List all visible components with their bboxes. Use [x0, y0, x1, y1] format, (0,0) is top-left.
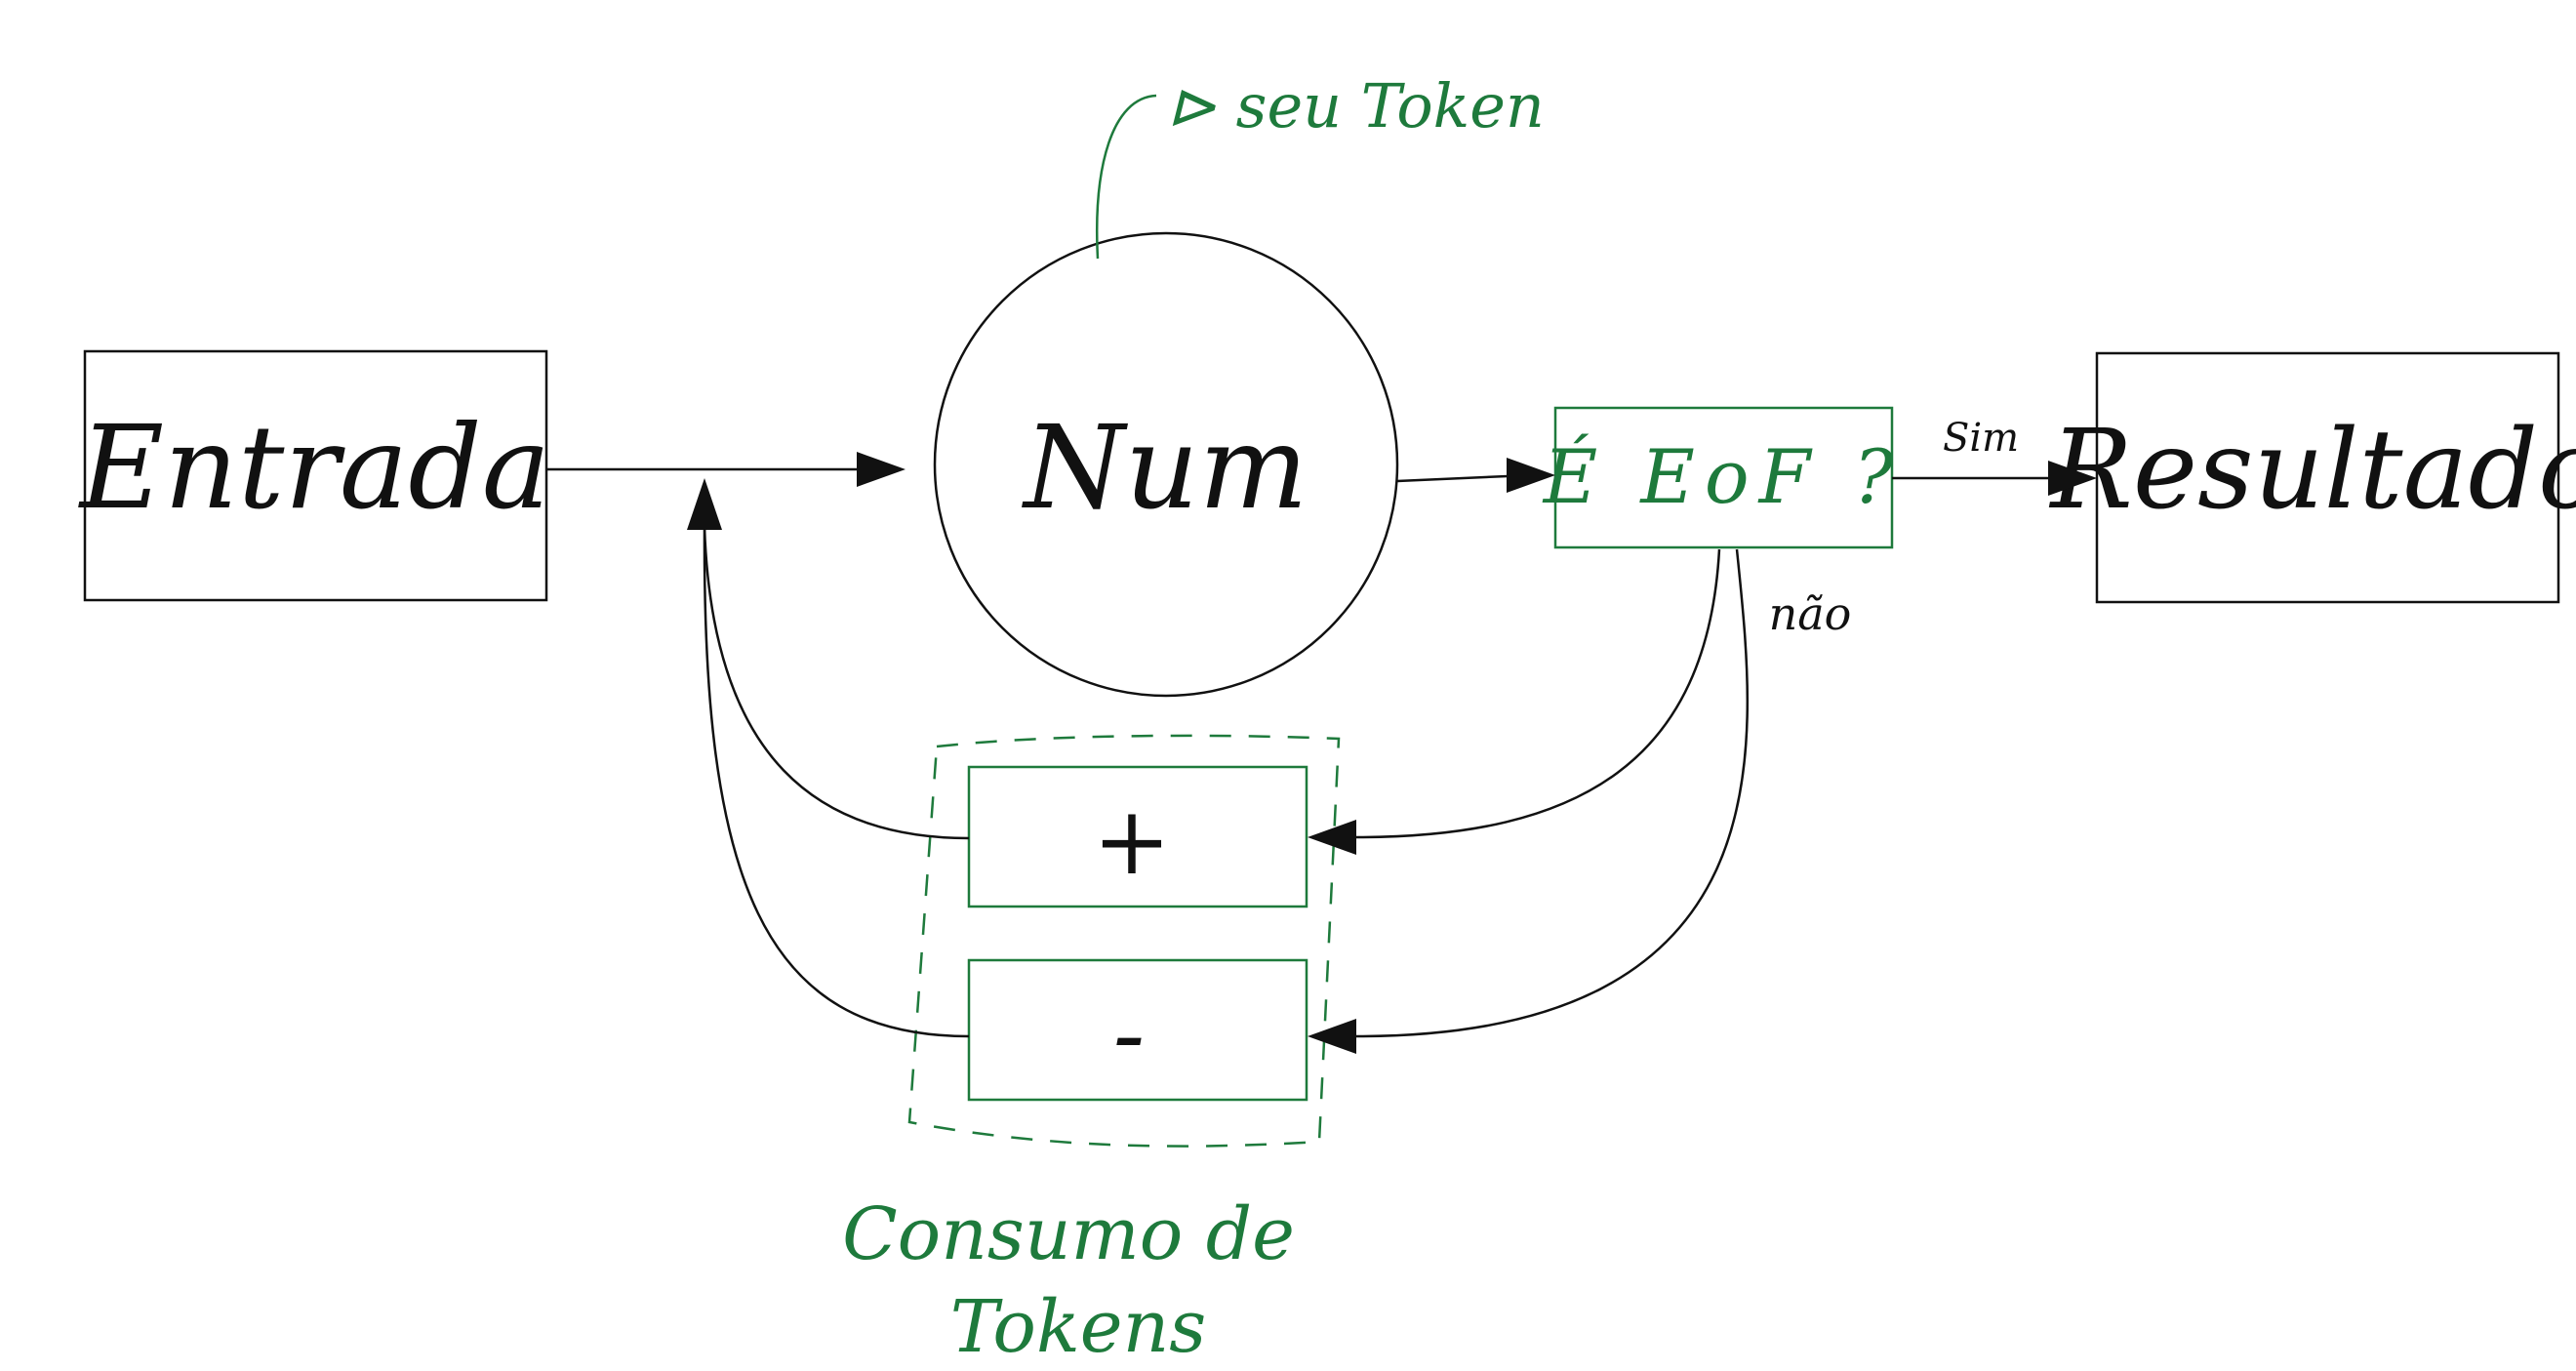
- edge-minus-loop: [703, 526, 970, 1038]
- consumo-line2: Tokens: [950, 1285, 1206, 1369]
- edge-eof-resultado: Sim: [1892, 416, 2097, 496]
- edge-eof-plus: [1308, 548, 1721, 855]
- eof-label: É EoF ?: [1542, 432, 1904, 520]
- num-node: Num: [933, 231, 1399, 698]
- eof-node: É EoF ?: [1542, 406, 1904, 549]
- resultado-node: Resultado: [2049, 351, 2576, 604]
- entrada-label: Entrada: [78, 400, 550, 535]
- nao-label: não: [1769, 587, 1852, 640]
- minus-label: -: [1113, 980, 1145, 1089]
- token-consumption-group: [907, 734, 1341, 1148]
- loop-arrowhead: [687, 478, 722, 530]
- sim-label: Sim: [1943, 416, 2019, 461]
- seu-token-label: ⊳ seu Token: [1166, 70, 1545, 141]
- edge-plus-loop: [703, 526, 970, 840]
- plus-node: +: [967, 765, 1308, 908]
- edge-num-eof: [1396, 458, 1555, 493]
- edge-eof-minus: [1308, 548, 1749, 1054]
- consumo-annotation: Consumo de Tokens: [842, 1192, 1295, 1369]
- consumo-line1: Consumo de: [842, 1192, 1295, 1276]
- minus-node: -: [967, 958, 1308, 1102]
- seu-token-annotation: ⊳ seu Token: [1096, 70, 1545, 260]
- resultado-label: Resultado: [2049, 407, 2576, 534]
- edge-entrada-num: [546, 452, 906, 487]
- plus-label: +: [1093, 786, 1171, 896]
- num-label: Num: [1021, 400, 1308, 535]
- entrada-node: Entrada: [78, 349, 550, 602]
